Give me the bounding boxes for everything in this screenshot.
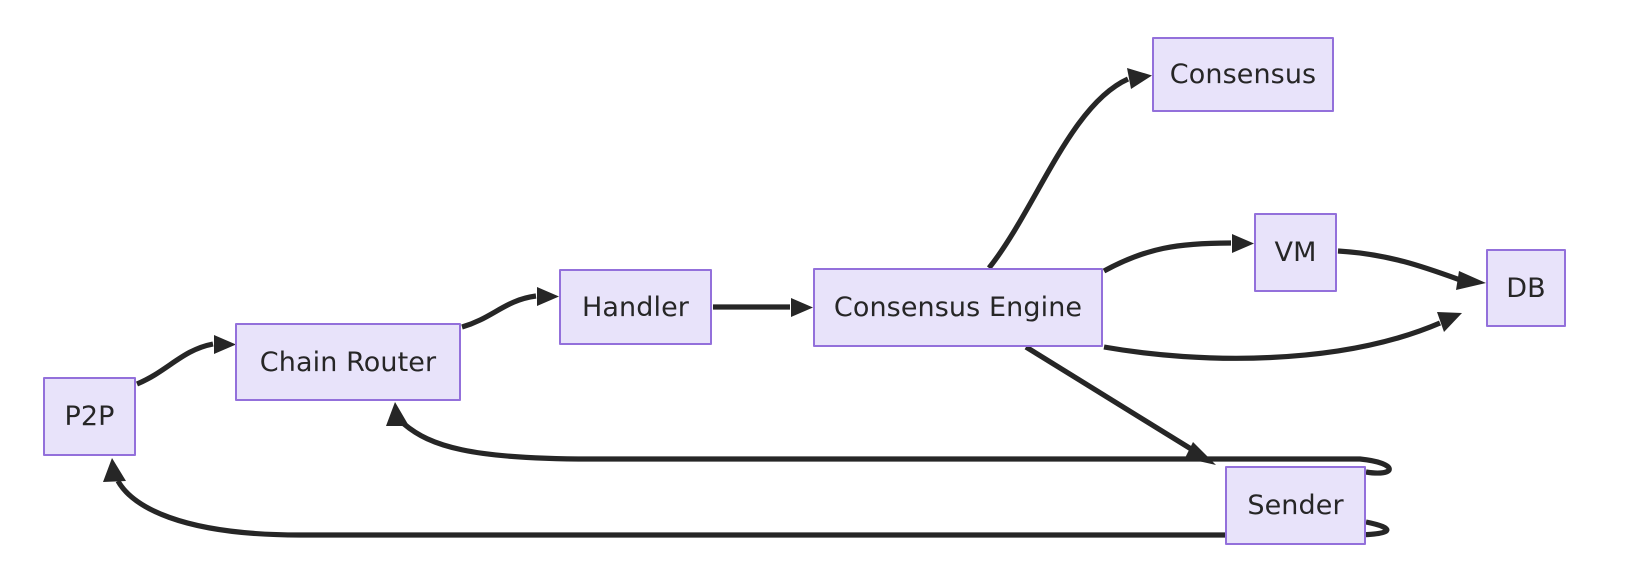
edge-consensus-engine-to-sender xyxy=(1024,344,1216,465)
edge-sender-to-p2p xyxy=(103,458,1390,538)
edge-handler-to-consensus-engine xyxy=(713,298,813,317)
edge-p2p-to-chain-router xyxy=(135,335,236,387)
node-label-p2p: P2P xyxy=(64,401,115,432)
node-label-sender: Sender xyxy=(1247,490,1344,521)
node-chain-router[interactable]: Chain Router xyxy=(235,323,461,401)
node-label-db: DB xyxy=(1506,272,1546,304)
edge-consensus-engine-to-consensus xyxy=(986,68,1152,270)
arrowhead-icon xyxy=(1456,271,1486,290)
arrowhead-icon xyxy=(791,298,813,317)
edge-vm-to-db xyxy=(1337,248,1486,290)
node-label-consensus-engine: Consensus Engine xyxy=(833,292,1083,323)
node-label-consensus: Consensus xyxy=(1169,59,1317,90)
node-handler[interactable]: Handler xyxy=(559,269,712,345)
edge-consensus-engine-to-vm xyxy=(1102,234,1254,274)
node-label-handler: Handler xyxy=(581,291,689,323)
node-p2p[interactable]: P2P xyxy=(43,377,136,456)
arrowhead-icon xyxy=(1185,442,1216,465)
node-label-chain-router: Chain Router xyxy=(259,346,437,378)
arrowhead-icon xyxy=(103,458,126,482)
arrowhead-icon xyxy=(1127,68,1152,89)
edge-consensus-engine-to-db xyxy=(1103,312,1462,361)
node-vm[interactable]: VM xyxy=(1254,213,1337,292)
arrowhead-icon xyxy=(537,287,559,306)
edge-chain-router-to-handler xyxy=(461,287,559,330)
node-label-vm: VM xyxy=(1274,237,1317,268)
node-db[interactable]: DB xyxy=(1486,249,1566,327)
node-sender[interactable]: Sender xyxy=(1225,466,1366,545)
node-consensus-engine[interactable]: Consensus Engine xyxy=(813,268,1103,347)
node-consensus[interactable]: Consensus xyxy=(1152,37,1334,112)
arrowhead-icon xyxy=(1232,234,1254,253)
arrowhead-icon xyxy=(386,402,409,426)
arrowhead-icon xyxy=(1437,312,1462,332)
arrowhead-icon xyxy=(214,335,236,354)
edge-sender-to-chain-router xyxy=(386,402,1392,476)
